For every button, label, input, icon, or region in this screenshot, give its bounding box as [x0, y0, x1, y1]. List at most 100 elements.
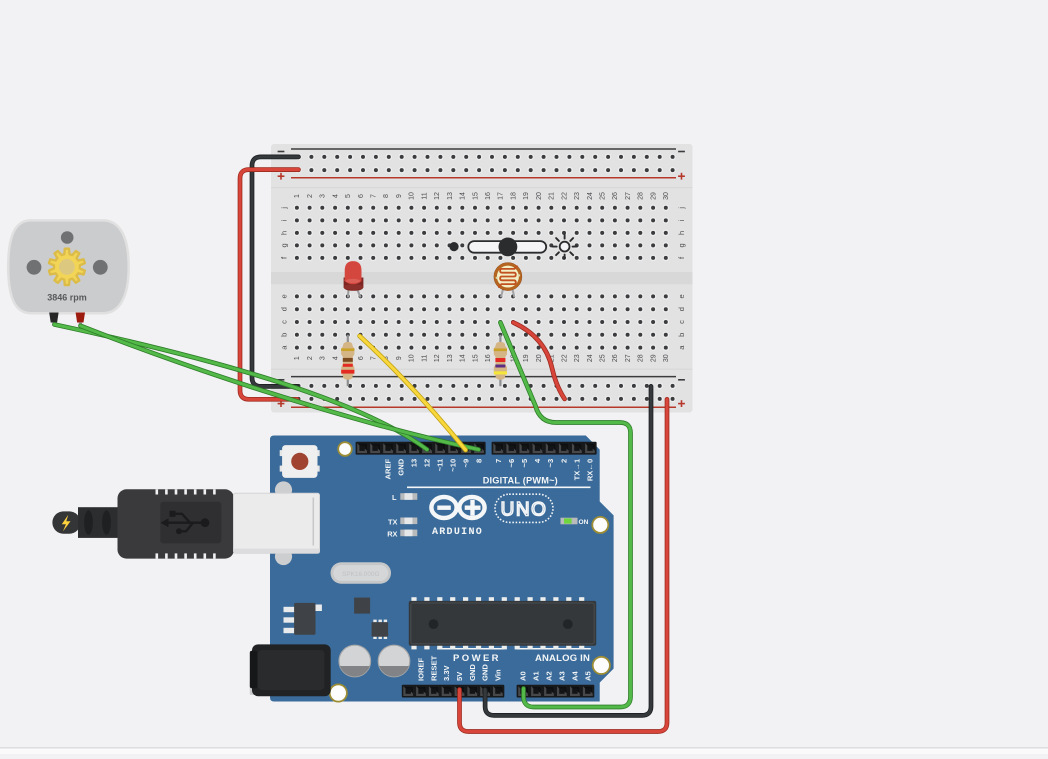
- svg-text:21: 21: [549, 192, 556, 200]
- svg-text:2: 2: [307, 194, 314, 198]
- svg-text:ARDUINO: ARDUINO: [432, 527, 483, 538]
- svg-text:7: 7: [371, 194, 378, 198]
- svg-text:g: g: [280, 243, 289, 247]
- svg-text:4: 4: [332, 356, 339, 360]
- svg-text:IOREF: IOREF: [417, 657, 426, 681]
- svg-text:h: h: [280, 231, 289, 235]
- svg-text:13: 13: [447, 192, 454, 200]
- svg-text:~11: ~11: [436, 458, 445, 471]
- svg-text:A2: A2: [545, 671, 554, 681]
- svg-text:19: 19: [523, 192, 530, 200]
- svg-text:10: 10: [409, 192, 416, 200]
- svg-text:GND: GND: [468, 664, 477, 681]
- svg-text:RESET: RESET: [429, 655, 438, 681]
- svg-text:~5: ~5: [520, 458, 529, 467]
- svg-text:f: f: [677, 256, 686, 259]
- svg-text:1: 1: [294, 194, 301, 198]
- svg-text:26: 26: [612, 354, 619, 362]
- svg-text:15: 15: [472, 354, 479, 362]
- svg-text:25: 25: [600, 354, 607, 362]
- svg-text:13: 13: [447, 354, 454, 362]
- svg-text:8: 8: [383, 356, 390, 360]
- svg-text:a: a: [677, 345, 686, 350]
- svg-text:3846 rpm: 3846 rpm: [47, 293, 87, 303]
- svg-text:b: b: [677, 333, 686, 337]
- svg-text:6: 6: [358, 356, 365, 360]
- svg-text:h: h: [677, 231, 686, 235]
- svg-text:11: 11: [421, 192, 428, 199]
- svg-text:a: a: [280, 345, 289, 350]
- svg-text:e: e: [677, 294, 686, 298]
- svg-text:b: b: [280, 333, 289, 337]
- svg-text:18: 18: [510, 192, 517, 200]
- svg-text:7: 7: [371, 356, 378, 360]
- svg-text:24: 24: [587, 192, 594, 200]
- svg-text:24: 24: [587, 354, 594, 362]
- svg-text:12: 12: [434, 192, 441, 200]
- svg-text:3: 3: [320, 356, 327, 360]
- svg-text:i: i: [280, 219, 289, 221]
- svg-text:4: 4: [332, 194, 339, 198]
- svg-text:9: 9: [396, 194, 403, 198]
- svg-text:27: 27: [625, 354, 632, 362]
- svg-text:8: 8: [475, 459, 484, 463]
- svg-text:ON: ON: [579, 519, 589, 526]
- svg-text:d: d: [677, 307, 686, 311]
- svg-text:20: 20: [536, 354, 543, 362]
- svg-text:5: 5: [345, 194, 352, 198]
- svg-text:30: 30: [663, 354, 670, 362]
- svg-text:16: 16: [485, 192, 492, 200]
- svg-text:8: 8: [383, 194, 390, 198]
- svg-text:j: j: [280, 207, 289, 210]
- svg-text:11: 11: [421, 354, 428, 361]
- svg-text:j: j: [677, 207, 686, 210]
- svg-text:14: 14: [460, 354, 467, 362]
- svg-text:A5: A5: [584, 671, 593, 681]
- svg-text:DIGITAL (PWM~): DIGITAL (PWM~): [483, 475, 558, 485]
- svg-text:29: 29: [650, 354, 657, 362]
- svg-text:TX: TX: [388, 517, 398, 526]
- svg-text:~3: ~3: [546, 459, 555, 468]
- svg-text:A0: A0: [519, 671, 528, 681]
- svg-text:26: 26: [612, 192, 619, 200]
- svg-text:6: 6: [358, 194, 365, 198]
- svg-text:f: f: [280, 256, 289, 259]
- svg-text:12: 12: [434, 354, 441, 362]
- svg-text:4: 4: [533, 458, 542, 463]
- svg-text:2: 2: [307, 356, 314, 360]
- svg-text:3.3V: 3.3V: [442, 664, 451, 681]
- svg-text:L: L: [392, 493, 397, 502]
- svg-text:13: 13: [410, 459, 419, 467]
- svg-text:RX: RX: [387, 529, 397, 538]
- svg-text:GND: GND: [481, 664, 490, 681]
- svg-text:22: 22: [561, 354, 568, 362]
- svg-text:A1: A1: [532, 671, 541, 681]
- svg-text:A3: A3: [558, 671, 567, 681]
- svg-text:25: 25: [600, 192, 607, 200]
- svg-text:19: 19: [523, 354, 530, 362]
- svg-text:~6: ~6: [507, 459, 516, 468]
- svg-text:c: c: [280, 320, 289, 324]
- svg-text:23: 23: [574, 192, 581, 200]
- svg-text:d: d: [280, 307, 289, 311]
- svg-text:1: 1: [294, 356, 301, 360]
- svg-text:i: i: [677, 219, 686, 221]
- svg-text:28: 28: [638, 354, 645, 362]
- svg-text:5V: 5V: [455, 671, 464, 681]
- svg-text:2: 2: [559, 459, 568, 463]
- svg-text:10: 10: [409, 354, 416, 362]
- svg-text:28: 28: [638, 192, 645, 200]
- svg-text:A4: A4: [571, 671, 580, 681]
- svg-text:15: 15: [472, 192, 479, 200]
- svg-text:21: 21: [549, 354, 556, 362]
- svg-text:UNO: UNO: [501, 499, 548, 520]
- svg-text:9: 9: [396, 356, 403, 360]
- svg-text:TX→1: TX→1: [572, 458, 581, 480]
- svg-text:~10: ~10: [449, 459, 458, 472]
- svg-text:c: c: [677, 320, 686, 324]
- svg-text:SPK16.000G: SPK16.000G: [342, 571, 379, 578]
- svg-text:29: 29: [650, 192, 657, 200]
- svg-text:POWER: POWER: [453, 653, 501, 664]
- svg-text:23: 23: [574, 354, 581, 362]
- svg-text:7: 7: [494, 459, 503, 463]
